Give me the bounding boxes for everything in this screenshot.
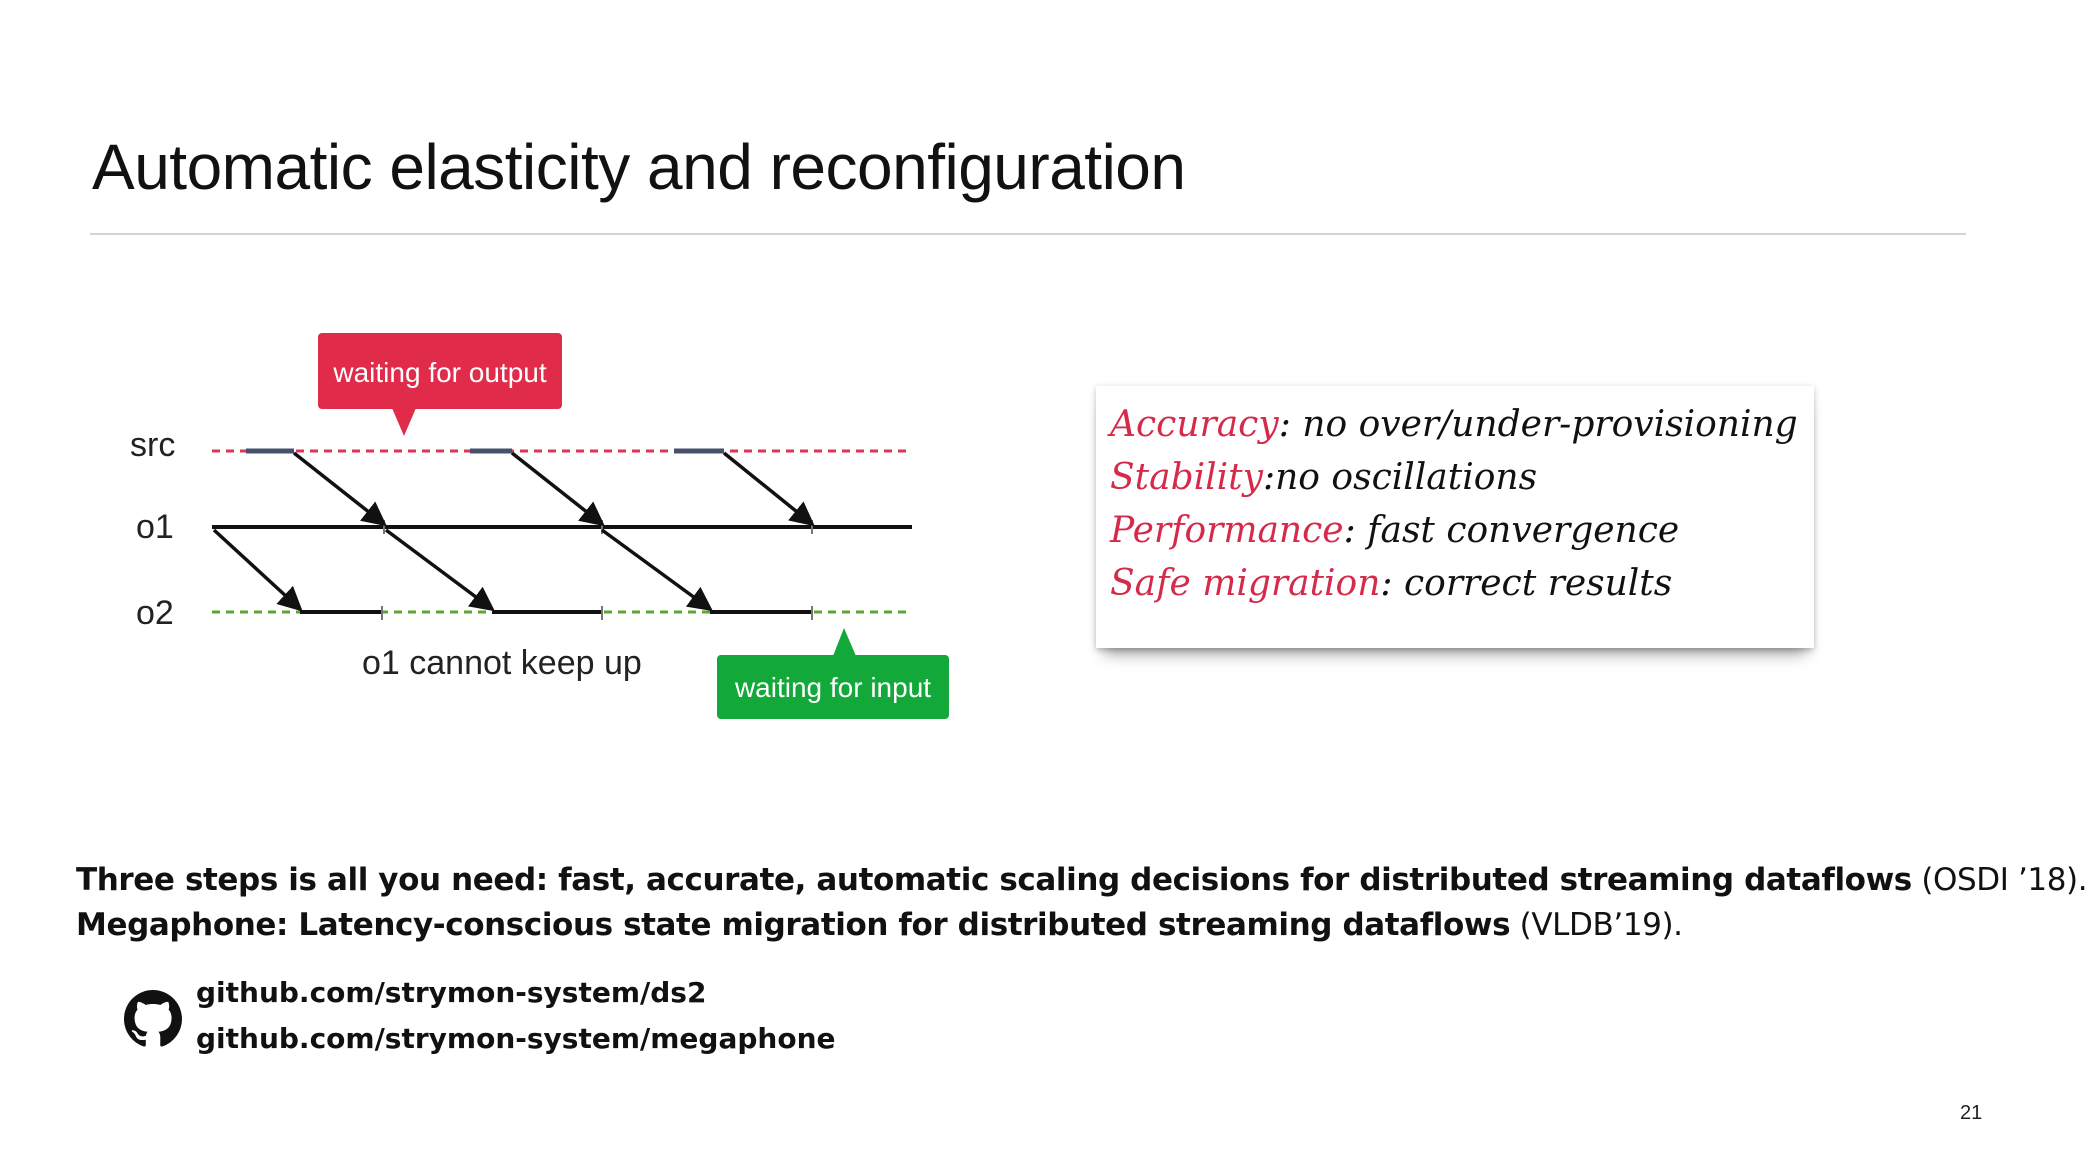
repo-links: github.com/strymon-system/ds2 github.com… bbox=[196, 970, 836, 1062]
reference-venue: (VLDB’19). bbox=[1510, 907, 1683, 943]
row-label-o1: o1 bbox=[136, 508, 174, 546]
property-value: no over/under-provisioning bbox=[1302, 404, 1798, 445]
reference-megaphone: Megaphone: Latency-conscious state migra… bbox=[76, 903, 2087, 948]
message-arrow bbox=[384, 528, 495, 612]
property-key: Performance bbox=[1110, 510, 1344, 551]
property-sep: : bbox=[1262, 457, 1276, 498]
reference-venue: (OSDI ’18). bbox=[1911, 862, 2087, 898]
row-label-src: src bbox=[130, 426, 175, 464]
property-accuracy: Accuracy: no over/under-provisioning bbox=[1110, 398, 1800, 451]
github-icon bbox=[124, 990, 182, 1047]
property-value: no oscillations bbox=[1275, 457, 1538, 498]
diagram-caption: o1 cannot keep up bbox=[362, 644, 642, 682]
page-number: 21 bbox=[1960, 1102, 1983, 1124]
link-megaphone[interactable]: github.com/strymon-system/megaphone bbox=[196, 1022, 836, 1055]
callout-waiting-for-input: waiting for input bbox=[717, 628, 949, 719]
references: Three steps is all you need: fast, accur… bbox=[76, 858, 2087, 948]
slide-title: Automatic elasticity and reconfiguration bbox=[92, 131, 1186, 203]
properties-card: Accuracy: no over/under-provisioning Sta… bbox=[1096, 386, 1814, 648]
row-label-o2: o2 bbox=[136, 594, 174, 632]
message-arrow bbox=[722, 451, 815, 527]
callout-waiting-for-output: waiting for output bbox=[318, 333, 562, 436]
property-performance: Performance: fast convergence bbox=[1110, 504, 1800, 557]
property-sep: : bbox=[1343, 510, 1368, 551]
property-sep: : bbox=[1380, 563, 1404, 604]
reference-ds2: Three steps is all you need: fast, accur… bbox=[76, 858, 2087, 903]
message-arrow bbox=[510, 451, 605, 527]
link-ds2[interactable]: github.com/strymon-system/ds2 bbox=[196, 976, 707, 1009]
reference-title: Three steps is all you need: fast, accur… bbox=[76, 862, 1912, 898]
callout-output-text: waiting for output bbox=[332, 357, 546, 388]
message-arrow bbox=[292, 451, 387, 527]
property-value: correct results bbox=[1403, 563, 1673, 604]
reference-title: Megaphone: Latency-conscious state migra… bbox=[76, 907, 1511, 943]
property-key: Safe migration bbox=[1110, 563, 1381, 604]
message-arrow bbox=[600, 528, 713, 612]
callout-input-text: waiting for input bbox=[734, 672, 931, 703]
message-arrow bbox=[212, 528, 303, 612]
title-divider bbox=[90, 233, 1966, 235]
property-value: fast convergence bbox=[1367, 510, 1680, 551]
property-safe-migration: Safe migration: correct results bbox=[1110, 557, 1800, 610]
property-stability: Stability:no oscillations bbox=[1110, 451, 1800, 504]
property-key: Accuracy bbox=[1110, 404, 1279, 445]
property-sep: : bbox=[1278, 404, 1303, 445]
property-key: Stability bbox=[1110, 457, 1263, 498]
